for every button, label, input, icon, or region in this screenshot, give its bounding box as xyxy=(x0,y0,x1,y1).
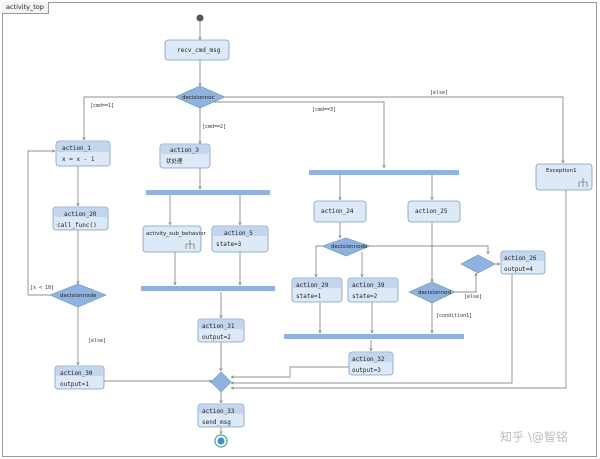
svg-text:call_func(): call_func() xyxy=(57,222,97,229)
guard-x10: [x < 10] xyxy=(30,285,54,291)
edge-mid-a29 xyxy=(316,245,322,277)
svg-text:action_29: action_29 xyxy=(296,282,329,289)
svg-text:状处理: 状处理 xyxy=(166,157,183,165)
decision-mid: decisionnode xyxy=(321,237,371,257)
guard-cmd1: [cmd==1] xyxy=(90,103,114,109)
fork-bar-cmd2 xyxy=(146,190,270,195)
svg-text:x = x - 1: x = x - 1 xyxy=(62,156,95,163)
edge-x10-loop xyxy=(27,151,55,296)
svg-text:recv_cmd_msg: recv_cmd_msg xyxy=(177,47,221,54)
node-action-20: action_20 call_func() xyxy=(52,206,109,231)
call-behavior-icon xyxy=(578,178,588,187)
edge-a26-merge xyxy=(231,274,513,383)
node-action-32: action_32 output=3 xyxy=(348,351,394,376)
svg-text:activity_sub_behavior: activity_sub_behavior xyxy=(146,231,206,237)
svg-text:output=1: output=1 xyxy=(60,381,89,388)
guard-condition1: [condition1] xyxy=(436,313,472,319)
node-activity-sub-behavior: activity_sub_behavior xyxy=(142,225,206,253)
guard-cmd2: [cmd==2] xyxy=(202,124,226,130)
edge-mid-right xyxy=(368,245,488,254)
guard-else-left: [else] xyxy=(88,338,106,344)
fork-bar-cmd3 xyxy=(309,170,459,175)
svg-text:action_24: action_24 xyxy=(321,208,354,215)
svg-text:output=3: output=3 xyxy=(352,367,381,374)
svg-text:action_1: action_1 xyxy=(62,145,91,152)
node-action-24: action_24 xyxy=(313,200,367,223)
edge-else-right xyxy=(455,273,476,293)
decision-top: decisionnoc xyxy=(174,85,226,109)
final-node xyxy=(214,434,228,448)
svg-text:state=1: state=1 xyxy=(296,293,322,300)
merge-node xyxy=(210,371,232,393)
svg-text:action_33: action_33 xyxy=(202,408,235,415)
svg-text:output=2: output=2 xyxy=(202,334,231,341)
edge-cmd3 xyxy=(212,101,384,168)
svg-text:action_26: action_26 xyxy=(504,255,537,262)
decision-top-label: decisionnoc xyxy=(182,95,215,101)
edge-cmd1 xyxy=(84,96,175,140)
node-action-30: action_30 output=1 xyxy=(54,365,105,390)
svg-text:action_30: action_30 xyxy=(60,370,93,377)
guard-cmd3: [cmd==3] xyxy=(312,107,336,113)
svg-text:action_39: action_39 xyxy=(352,282,385,289)
node-action-1: action_1 x = x - 1 xyxy=(55,140,111,167)
decision-left-label: decisionnode xyxy=(60,293,97,299)
guard-else-top: [else] xyxy=(430,90,448,96)
svg-text:state=2: state=2 xyxy=(352,293,378,300)
join-bar-cmd3 xyxy=(284,334,464,339)
node-action-39: action_39 state=2 xyxy=(347,277,399,303)
guard-else-right: [else] xyxy=(464,294,482,300)
decision-small xyxy=(460,254,496,274)
svg-text:action_3: action_3 xyxy=(170,147,199,154)
node-action-33: action_33 send_msg xyxy=(197,403,245,428)
svg-text:send_msg: send_msg xyxy=(202,419,231,426)
node-action-31: action_31 output=2 xyxy=(197,318,245,343)
node-action-25: action_25 xyxy=(407,200,461,223)
svg-text:action_32: action_32 xyxy=(352,356,385,363)
node-action-26: action_26 output=4 xyxy=(500,250,546,275)
edges xyxy=(27,22,567,434)
svg-text:action_25: action_25 xyxy=(415,208,448,215)
edge-a32-merge xyxy=(231,366,349,377)
svg-text:action_31: action_31 xyxy=(202,323,235,330)
join-bar-cmd2 xyxy=(141,286,275,291)
edge-else-top xyxy=(225,96,563,163)
node-action-29: action_29 state=1 xyxy=(291,277,343,303)
call-behavior-icon xyxy=(185,240,195,249)
svg-text:action_20: action_20 xyxy=(64,211,97,218)
decision-left: decisionnode xyxy=(49,283,107,308)
node-exception-1: Exception1 xyxy=(535,163,593,191)
decision-mid-label: decisionnode xyxy=(331,244,368,250)
initial-node xyxy=(196,14,204,22)
svg-text:Exception1: Exception1 xyxy=(546,168,577,174)
decision-right: decisionnod xyxy=(408,281,456,304)
svg-text:action_5: action_5 xyxy=(224,230,253,237)
edge-exc-merge xyxy=(231,190,567,388)
frame-title: activity_top xyxy=(2,2,49,14)
node-action-3: action_3 状处理 xyxy=(159,143,211,169)
node-action-5: action_5 state=3 xyxy=(211,225,269,253)
node-recv-cmd-msg: recv_cmd_msg xyxy=(164,39,230,61)
decision-right-label: decisionnod xyxy=(418,290,451,296)
svg-text:output=4: output=4 xyxy=(504,266,533,273)
svg-text:state=3: state=3 xyxy=(216,241,242,248)
watermark: 知乎 \@智铭 xyxy=(500,429,568,444)
